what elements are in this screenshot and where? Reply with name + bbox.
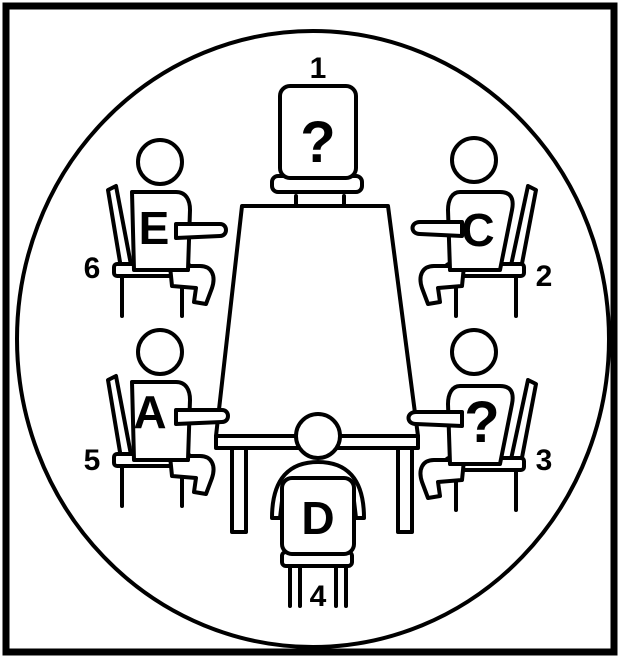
seat-3-number: 3 [536,444,553,477]
seat-5-number: 5 [84,444,101,477]
seat-3-occupant: ? [464,390,499,455]
seat-2-occupant: C [461,204,494,256]
seat-4-occupant: D [301,492,334,544]
seat-1-number: 1 [310,52,327,85]
seat-6-number: 6 [84,252,101,285]
seat-1-occupant: ? [300,110,335,175]
seat-5-occupant: A [133,386,166,438]
seat-2-number: 2 [536,260,553,293]
seat-6-occupant: E [139,202,170,254]
seat-4-number: 4 [310,580,327,613]
